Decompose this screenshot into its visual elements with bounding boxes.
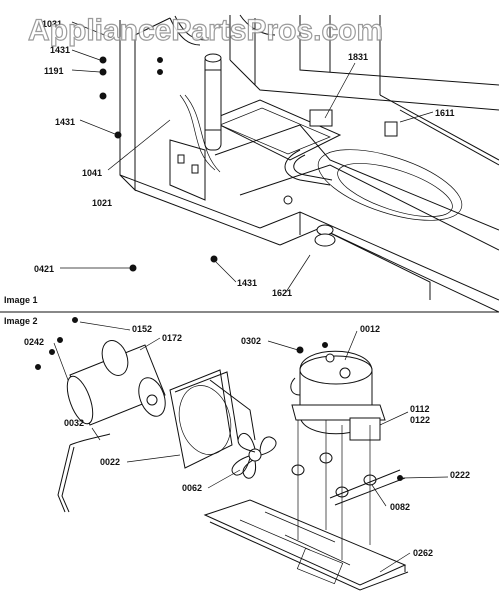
compressor	[290, 350, 386, 441]
callout-1431-c: 1431	[237, 278, 257, 288]
callout-0062: 0062	[182, 483, 202, 493]
panel-label-image-1: Image 1	[4, 295, 38, 305]
image2-callouts: 0152 0172 0242 0032 0022 0062 0302 0012 …	[24, 324, 470, 558]
image1-drawing	[60, 14, 499, 313]
callout-0242: 0242	[24, 337, 44, 347]
callout-0302: 0302	[241, 336, 261, 346]
fan-blade	[231, 432, 277, 479]
callout-0122: 0122	[410, 415, 430, 425]
callout-1191: 1191	[44, 66, 64, 76]
callout-0022: 0022	[100, 457, 120, 467]
callout-1611: 1611	[435, 108, 455, 118]
callout-0082: 0082	[390, 502, 410, 512]
callout-0172: 0172	[162, 333, 182, 343]
callout-1621: 1621	[272, 288, 292, 298]
callout-1431-a: 1431	[50, 45, 70, 55]
callout-1021: 1021	[92, 198, 112, 208]
callout-1041: 1041	[82, 168, 102, 178]
callout-0012: 0012	[360, 324, 380, 334]
base-pan	[203, 469, 409, 591]
callout-0421: 0421	[34, 264, 54, 274]
callout-0262: 0262	[413, 548, 433, 558]
watermark: AppliancePartsPros.com	[28, 14, 383, 47]
callout-1031: 1031	[42, 19, 62, 29]
image2-drawing	[35, 317, 449, 591]
callout-1431-b: 1431	[55, 117, 75, 127]
callout-0032: 0032	[64, 418, 84, 428]
panel-label-image-2: Image 2	[4, 316, 38, 326]
callout-1831: 1831	[348, 52, 368, 62]
callout-0152: 0152	[132, 324, 152, 334]
image1-callouts: 1031 1431 1191 1431 1041 1021 0421 1431 …	[34, 19, 455, 298]
callout-0222: 0222	[450, 470, 470, 480]
callout-0112: 0112	[410, 404, 430, 414]
